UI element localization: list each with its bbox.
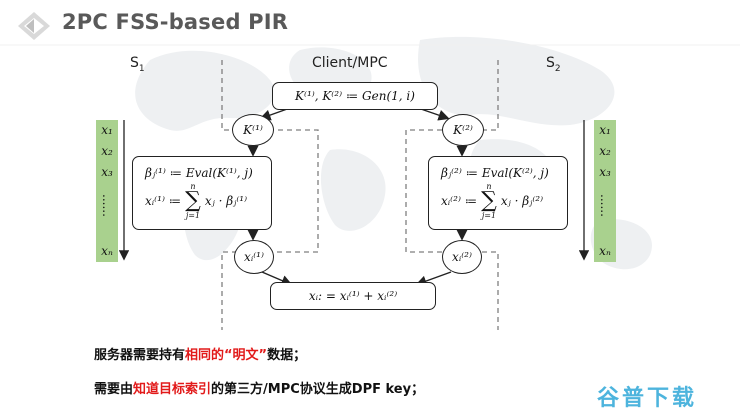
- eval-right-term: xⱼ · βⱼ⁽²⁾: [500, 194, 544, 208]
- note-line-2: 需要由知道目标索引的第三方/MPC协议生成DPF key；: [94, 378, 424, 397]
- vector-s2-item-3: x₃: [599, 165, 611, 179]
- vector-s1: x₁ x₂ x₃ ...... xₙ: [96, 120, 118, 262]
- eval-left-term: xⱼ · βⱼ⁽¹⁾: [204, 194, 248, 208]
- vector-s2-item-1: x₁: [599, 123, 611, 137]
- eval-right-lhs: xᵢ⁽²⁾ ≔: [441, 194, 478, 208]
- eval-box-left: βⱼ⁽¹⁾ ≔ Eval(K⁽¹⁾, j) xᵢ⁽¹⁾ ≔ n ∑ j=1 xⱼ…: [132, 156, 272, 230]
- note2-part3: 的第三方/MPC协议生成DPF key；: [211, 382, 425, 397]
- sigma-left-lower: j=1: [185, 211, 201, 220]
- note-line-1: 服务器需要持有相同的“明文”数据；: [94, 344, 306, 363]
- party-s2-label: S2: [546, 55, 561, 74]
- watermark-logo: 谷普下载: [562, 380, 732, 412]
- share-circle-right: xᵢ⁽²⁾: [442, 240, 482, 274]
- vector-s2: x₁ x₂ x₃ ...... xₙ: [594, 120, 616, 262]
- eval-right-sum: xᵢ⁽²⁾ ≔ n ∑ j=1 xⱼ · βⱼ⁽²⁾: [441, 182, 543, 220]
- note1-part1: 服务器需要持有: [94, 348, 186, 363]
- key-circle-left: K⁽¹⁾: [232, 114, 274, 146]
- eval-left-sum: xᵢ⁽¹⁾ ≔ n ∑ j=1 xⱼ · βⱼ⁽¹⁾: [145, 182, 247, 220]
- party-client-label: Client/MPC: [312, 55, 388, 71]
- slide-title: 2PC FSS-based PIR: [62, 10, 289, 34]
- note1-part2: 相同的“明文”: [185, 348, 268, 363]
- result-box: xᵢ: = xᵢ⁽¹⁾ + xᵢ⁽²⁾: [270, 282, 436, 310]
- vector-s2-ellipsis: ......: [598, 193, 612, 217]
- eval-right-line1: βⱼ⁽²⁾ ≔ Eval(K⁽²⁾, j): [441, 166, 549, 180]
- watermark-text: 谷普下载: [596, 386, 697, 411]
- sigma-right-icon: n ∑ j=1: [481, 182, 497, 220]
- vector-s1-item-2: x₂: [101, 144, 113, 158]
- share-circle-left: xᵢ⁽¹⁾: [234, 240, 274, 274]
- party-s1-label: S1: [130, 55, 145, 74]
- vector-s1-ellipsis: ......: [100, 193, 114, 217]
- note2-part2: 知道目标索引: [133, 382, 212, 397]
- sigma-left-upper: n: [190, 182, 196, 191]
- party-s1-sub: 1: [138, 63, 145, 74]
- vector-s1-item-n: xₙ: [101, 244, 113, 258]
- vector-s1-item-3: x₃: [101, 165, 113, 179]
- gen-box: K⁽¹⁾, K⁽²⁾ ≔ Gen(1, i): [272, 82, 438, 110]
- party-s2-sub: 2: [554, 63, 561, 74]
- sigma-right-upper: n: [486, 182, 492, 191]
- sigma-left-icon: n ∑ j=1: [185, 182, 201, 220]
- party-s1-base: S: [130, 55, 139, 71]
- eval-box-right: βⱼ⁽²⁾ ≔ Eval(K⁽²⁾, j) xᵢ⁽²⁾ ≔ n ∑ j=1 xⱼ…: [428, 156, 568, 230]
- key-circle-right: K⁽²⁾: [442, 114, 484, 146]
- eval-left-lhs: xᵢ⁽¹⁾ ≔: [145, 194, 182, 208]
- eval-left-line1: βⱼ⁽¹⁾ ≔ Eval(K⁽¹⁾, j): [145, 166, 253, 180]
- note1-part3: 数据；: [267, 348, 307, 363]
- vector-s2-item-n: xₙ: [599, 244, 611, 258]
- note2-part1: 需要由: [94, 382, 134, 397]
- vector-s1-item-1: x₁: [101, 123, 113, 137]
- vector-s2-item-2: x₂: [599, 144, 611, 158]
- party-s2-base: S: [546, 55, 555, 71]
- logo-diamond-icon: [18, 12, 50, 40]
- sigma-right-lower: j=1: [481, 211, 497, 220]
